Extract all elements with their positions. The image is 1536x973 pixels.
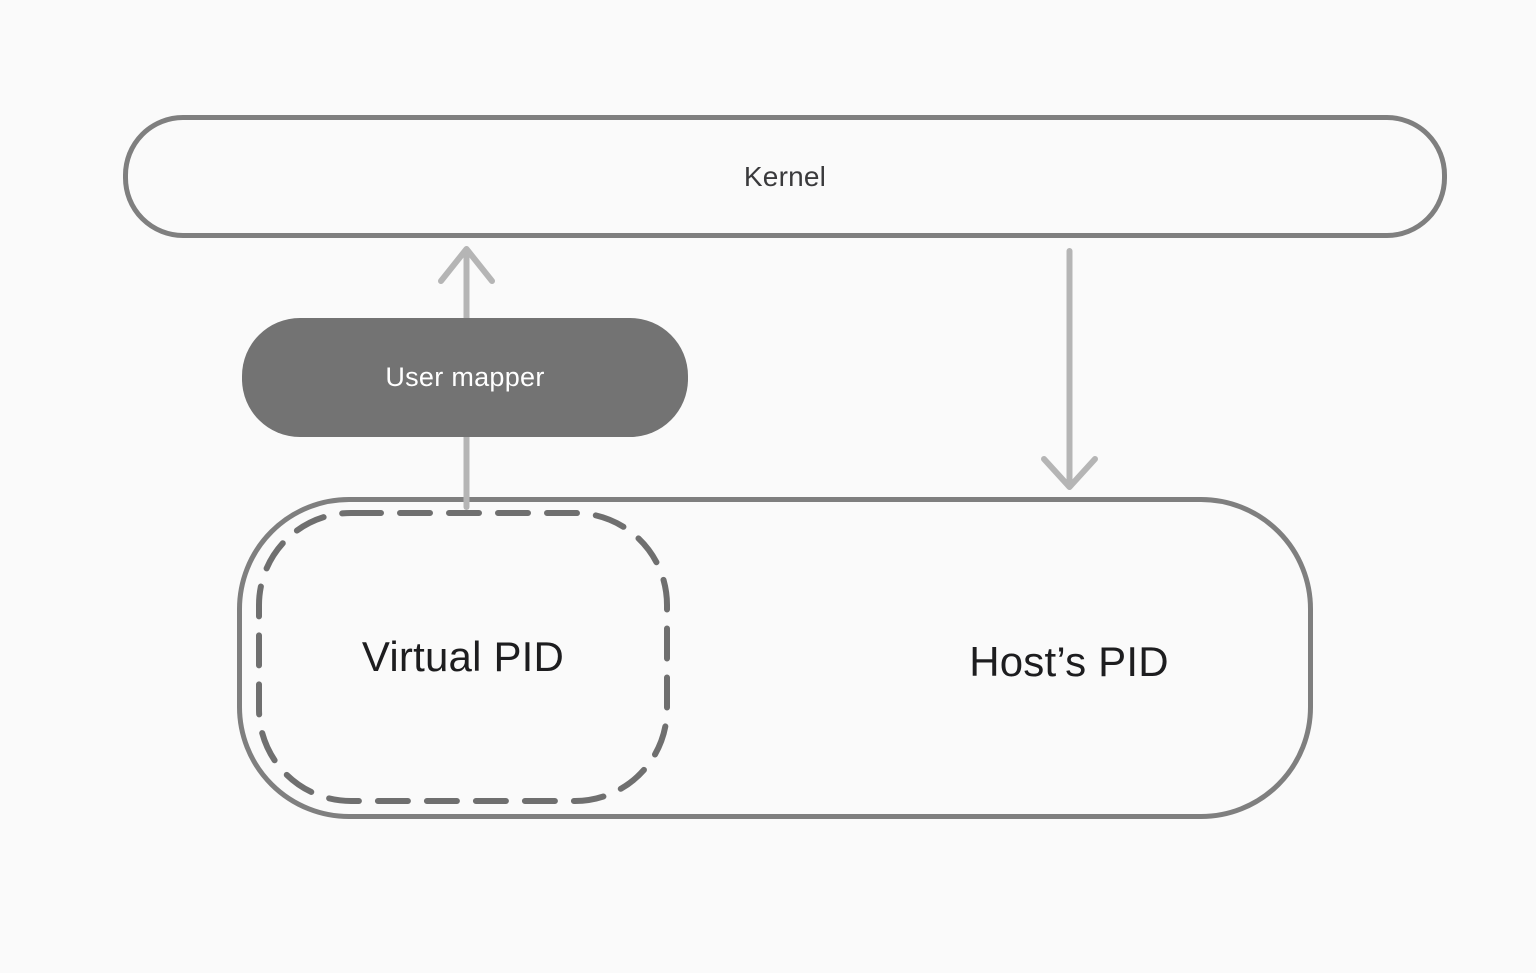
- pid-container-box: [237, 497, 1313, 819]
- host-pid-label: Host’s PID: [969, 638, 1169, 685]
- user-mapper-box: User mapper: [242, 318, 688, 437]
- kernel-label: Kernel: [743, 160, 827, 192]
- arrow-down-kernel-to-host-pid: [1041, 248, 1098, 490]
- virtual-pid-label: Virtual PID: [361, 633, 565, 680]
- arrow-down-head: [1041, 456, 1098, 490]
- kernel-box: Kernel: [123, 115, 1447, 238]
- user-mapper-label: User mapper: [385, 362, 545, 392]
- virtual-pid-dashed-border: [256, 510, 670, 804]
- virtual-pid-dashed-box: [256, 510, 670, 804]
- arrow-up-head: [438, 246, 495, 284]
